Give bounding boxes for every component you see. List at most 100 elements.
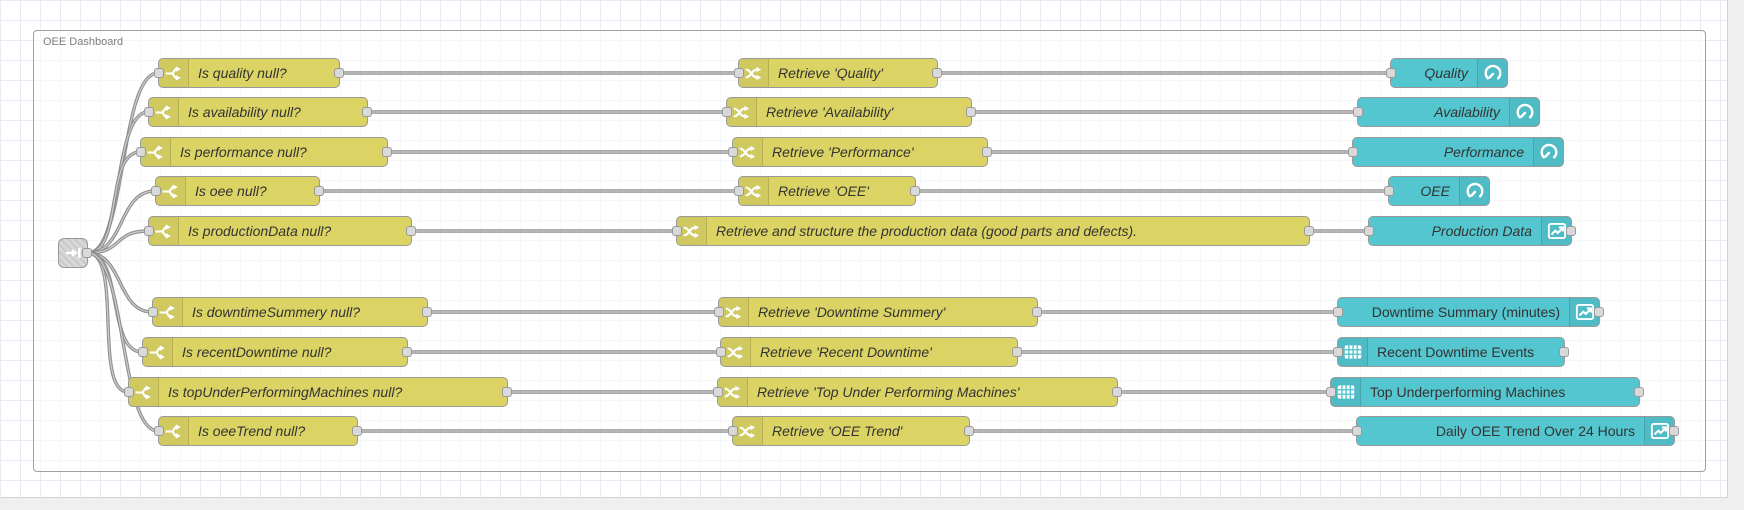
output-port[interactable] (1032, 307, 1042, 317)
node-label: Is productionData null? (188, 223, 332, 239)
output-port[interactable] (982, 147, 992, 157)
ui-gauge-quality[interactable]: Quality (1386, 58, 1508, 88)
input-port[interactable] (148, 307, 158, 317)
change-retrieve-downtime-summery[interactable]: Retrieve 'Downtime Summery' (714, 297, 1042, 327)
ui-table-recent-downtime-events[interactable]: Recent Downtime Events (1333, 337, 1569, 367)
output-port[interactable] (422, 307, 432, 317)
input-port[interactable] (734, 186, 744, 196)
switch-is-oeetrend-null[interactable]: Is oeeTrend null? (154, 416, 362, 446)
shuffle-icon (727, 98, 757, 126)
input-port[interactable] (151, 186, 161, 196)
switch-is-availability-null[interactable]: Is availability null? (144, 97, 372, 127)
input-port[interactable] (124, 387, 134, 397)
output-port[interactable] (1559, 347, 1569, 357)
node-label: Is availability null? (188, 104, 301, 120)
node-label: Daily OEE Trend Over 24 Hours (1435, 423, 1635, 439)
output-port[interactable] (1566, 226, 1576, 236)
output-port[interactable] (82, 248, 92, 258)
ui-table-top-underperforming-machines[interactable]: Top Underperforming Machines (1326, 377, 1644, 407)
output-port[interactable] (1669, 426, 1679, 436)
input-port[interactable] (1384, 186, 1394, 196)
ui-gauge-performance[interactable]: Performance (1348, 137, 1564, 167)
node-label: Retrieve 'Quality' (778, 65, 883, 81)
input-port[interactable] (1352, 426, 1362, 436)
output-port[interactable] (1012, 347, 1022, 357)
input-port[interactable] (713, 387, 723, 397)
ui-chart-production-data[interactable]: Production Data (1364, 216, 1576, 246)
input-port[interactable] (734, 68, 744, 78)
output-port[interactable] (1594, 307, 1604, 317)
ui-gauge-availability[interactable]: Availability (1353, 97, 1540, 127)
input-port[interactable] (154, 68, 164, 78)
node-label: Recent Downtime Events (1377, 344, 1535, 360)
output-port[interactable] (1634, 387, 1644, 397)
output-port[interactable] (402, 347, 412, 357)
input-port[interactable] (714, 307, 724, 317)
flow-canvas[interactable]: OEE Dashboard Is quality null? Is availa… (0, 0, 1728, 498)
switch-is-downtimesummery-null[interactable]: Is downtimeSummery null? (148, 297, 432, 327)
input-port[interactable] (1326, 387, 1336, 397)
wire[interactable] (86, 251, 160, 433)
node-label: Is downtimeSummery null? (192, 304, 361, 320)
table-icon (1331, 378, 1361, 406)
input-port[interactable] (1353, 107, 1363, 117)
nodes-layer: Is quality null? Is availability null? I… (58, 58, 1679, 446)
node-label: OEE (1420, 183, 1450, 199)
split-icon (149, 217, 179, 245)
ui-chart-downtime-summary-minutes[interactable]: Downtime Summary (minutes) (1333, 297, 1604, 327)
output-port[interactable] (314, 186, 324, 196)
output-port[interactable] (910, 186, 920, 196)
change-retrieve-top-under-performing-machines[interactable]: Retrieve 'Top Under Performing Machines' (713, 377, 1122, 407)
input-port[interactable] (1364, 226, 1374, 236)
wire[interactable] (86, 229, 150, 255)
input-port[interactable] (672, 226, 682, 236)
output-port[interactable] (964, 426, 974, 436)
output-port[interactable] (966, 107, 976, 117)
wires-layer (86, 71, 1392, 433)
output-port[interactable] (334, 68, 344, 78)
input-port[interactable] (144, 107, 154, 117)
output-port[interactable] (352, 426, 362, 436)
switch-is-quality-null[interactable]: Is quality null? (154, 58, 344, 88)
input-port[interactable] (716, 347, 726, 357)
input-port[interactable] (728, 426, 738, 436)
input-port[interactable] (1348, 147, 1358, 157)
change-retrieve-oee-trend[interactable]: Retrieve 'OEE Trend' (728, 416, 974, 446)
switch-is-topunderperformingmachines-null[interactable]: Is topUnderPerformingMachines null? (124, 377, 512, 407)
input-port[interactable] (1386, 68, 1396, 78)
change-retrieve-production-data[interactable]: Retrieve and structure the production da… (672, 216, 1314, 246)
node-label: Performance (1443, 144, 1524, 160)
switch-is-productiondata-null[interactable]: Is productionData null? (144, 216, 416, 246)
change-retrieve-availability[interactable]: Retrieve 'Availability' (722, 97, 976, 127)
input-port[interactable] (154, 426, 164, 436)
output-port[interactable] (502, 387, 512, 397)
input-port[interactable] (144, 226, 154, 236)
wire[interactable] (86, 150, 142, 255)
ui-chart-daily-oee-trend-over-24-hours[interactable]: Daily OEE Trend Over 24 Hours (1352, 416, 1679, 446)
output-port[interactable] (382, 147, 392, 157)
input-port[interactable] (1333, 347, 1343, 357)
change-retrieve-recent-downtime[interactable]: Retrieve 'Recent Downtime' (716, 337, 1022, 367)
output-port[interactable] (1112, 387, 1122, 397)
output-port[interactable] (362, 107, 372, 117)
switch-is-oee-null[interactable]: Is oee null? (151, 176, 324, 206)
node-label: Is recentDowntime null? (182, 344, 332, 360)
input-port[interactable] (136, 147, 146, 157)
input-port[interactable] (722, 107, 732, 117)
output-port[interactable] (406, 226, 416, 236)
input-port[interactable] (728, 147, 738, 157)
switch-is-recentdowntime-null[interactable]: Is recentDowntime null? (138, 337, 412, 367)
input-port[interactable] (1333, 307, 1343, 317)
change-retrieve-oee[interactable]: Retrieve 'OEE' (734, 176, 920, 206)
node-label: Is performance null? (180, 144, 307, 160)
input-port[interactable] (138, 347, 148, 357)
change-retrieve-quality[interactable]: Retrieve 'Quality' (734, 58, 942, 88)
switch-is-performance-null[interactable]: Is performance null? (136, 137, 392, 167)
change-retrieve-performance[interactable]: Retrieve 'Performance' (728, 137, 992, 167)
output-port[interactable] (932, 68, 942, 78)
node-label: Availability (1434, 104, 1500, 120)
ui-gauge-oee[interactable]: OEE (1384, 176, 1490, 206)
output-port[interactable] (1304, 226, 1314, 236)
group-label: OEE Dashboard (43, 36, 124, 48)
link-in-node[interactable] (58, 238, 92, 268)
